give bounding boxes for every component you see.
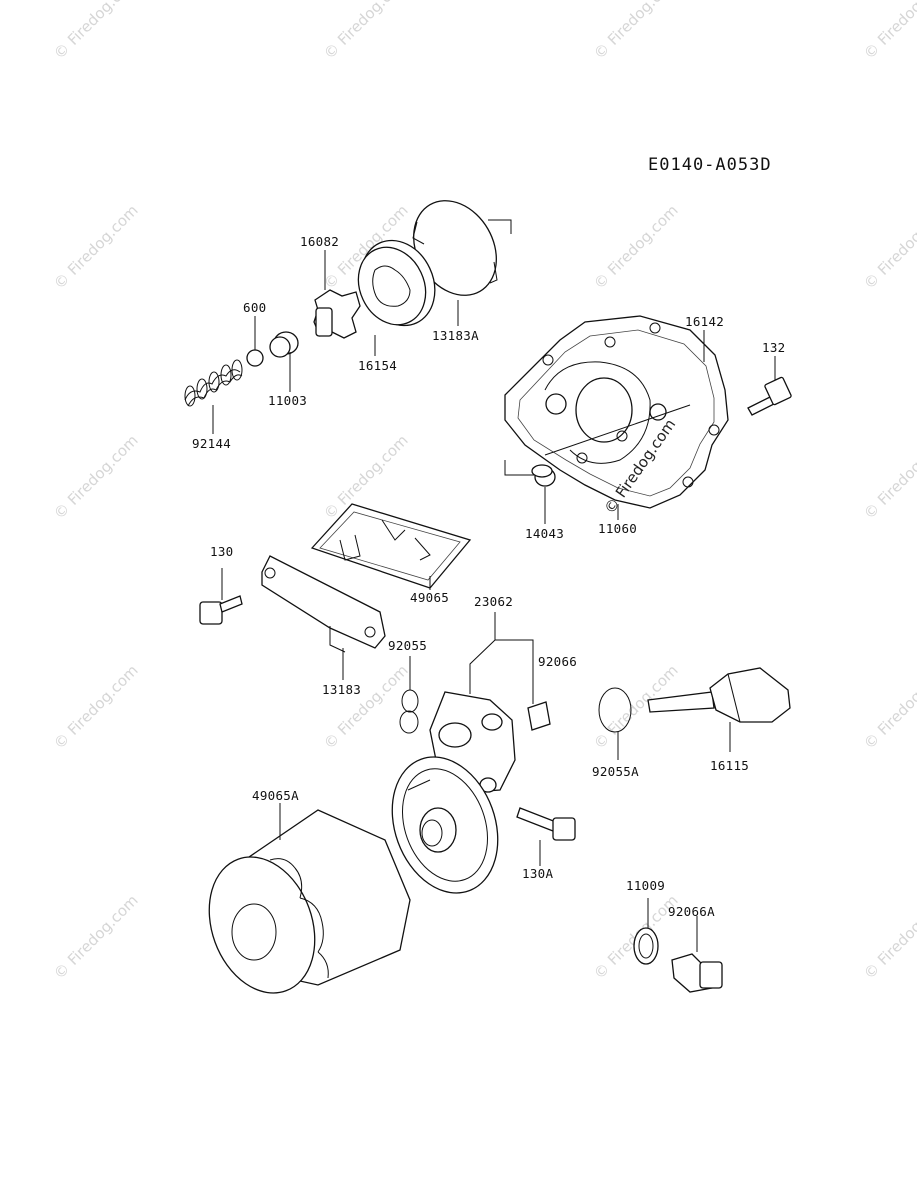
watermark: © Firedog.com xyxy=(860,0,917,63)
watermark: © Firedog.com xyxy=(320,661,412,753)
housing-plug xyxy=(527,701,551,731)
part-label-16154: 16154 xyxy=(358,358,397,373)
part-label-11060: 11060 xyxy=(598,521,637,536)
part-label-130: 130 xyxy=(210,544,233,559)
part-label-11009: 11009 xyxy=(626,878,665,893)
outer-rotor xyxy=(357,239,436,327)
part-label-13183: 13183 xyxy=(322,682,361,697)
pump-housing xyxy=(504,315,729,509)
part-label-132: 132 xyxy=(762,340,785,355)
cap xyxy=(531,464,556,487)
housing-bolt xyxy=(747,376,792,416)
watermark: © Firedog.com xyxy=(50,0,142,63)
part-label-14043: 14043 xyxy=(525,526,564,541)
watermark: © Firedog.com xyxy=(50,431,142,523)
part-label-49065: 49065 xyxy=(410,590,449,605)
housing-bolt-long xyxy=(516,807,576,841)
oil-strainer xyxy=(310,503,472,589)
part-label-16142: 16142 xyxy=(685,314,724,329)
part-label-23062: 23062 xyxy=(474,594,513,609)
part-label-92055: 92055 xyxy=(388,638,427,653)
part-label-11003: 11003 xyxy=(268,393,307,408)
watermark: © Firedog.com xyxy=(860,661,917,753)
inner-rotor xyxy=(313,289,361,339)
oil-filter xyxy=(208,809,411,994)
watermark: © Firedog.com xyxy=(860,431,917,523)
part-label-16115: 16115 xyxy=(710,758,749,773)
pump-cover-plate xyxy=(412,200,512,296)
strainer-bolt xyxy=(199,595,243,625)
part-label-92066A: 92066A xyxy=(668,904,715,919)
drain-washer xyxy=(633,927,659,965)
watermark: © Firedog.com xyxy=(50,661,142,753)
dipstick xyxy=(647,667,791,723)
filter-mount xyxy=(391,756,499,894)
ball xyxy=(246,349,264,367)
part-label-92144: 92144 xyxy=(192,436,231,451)
diagram-code: E0140-A053D xyxy=(648,155,772,175)
dipstick-o-ring xyxy=(598,687,632,733)
part-label-16082: 16082 xyxy=(300,234,339,249)
strainer-plate xyxy=(261,555,386,653)
spring xyxy=(184,359,243,407)
part-label-13183A: 13183A xyxy=(432,328,479,343)
o-ring xyxy=(399,689,419,734)
part-label-600: 600 xyxy=(243,300,266,315)
watermark: © Firedog.com xyxy=(320,0,412,63)
watermark: © Firedog.com xyxy=(860,201,917,293)
part-label-92066: 92066 xyxy=(538,654,577,669)
part-label-130A: 130A xyxy=(522,866,553,881)
watermark: © Firedog.com xyxy=(860,891,917,983)
drain-plug xyxy=(671,953,723,993)
watermark: © Firedog.com xyxy=(50,891,142,983)
watermark: © Firedog.com xyxy=(590,0,682,63)
part-label-49065A: 49065A xyxy=(252,788,299,803)
part-label-92055A: 92055A xyxy=(592,764,639,779)
relief-plug xyxy=(269,331,299,358)
watermark: © Firedog.com xyxy=(590,201,682,293)
watermark: © Firedog.com xyxy=(50,201,142,293)
